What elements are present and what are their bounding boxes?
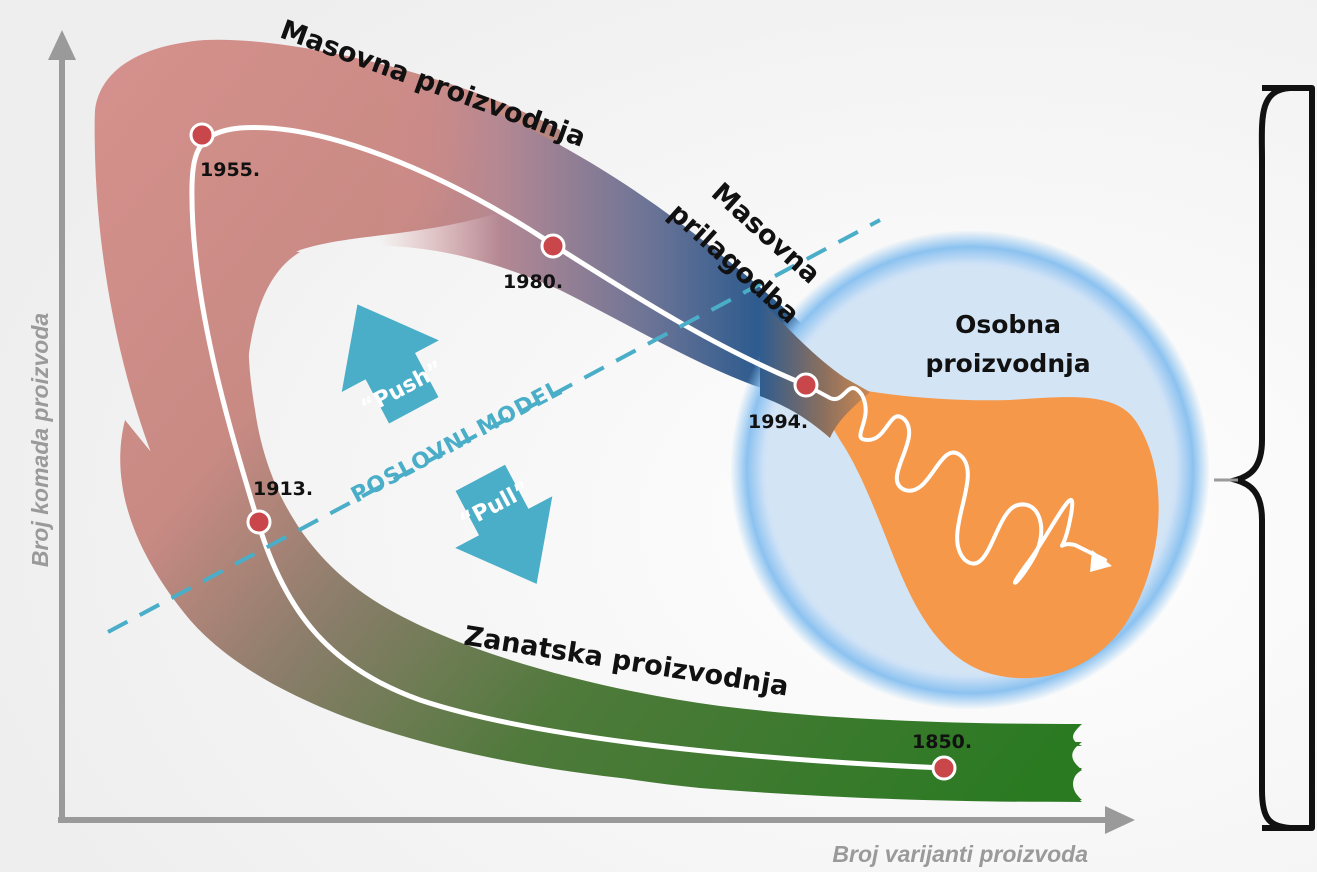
bracket-brace — [1225, 85, 1293, 831]
path-arrowhead-icon — [1090, 550, 1112, 572]
node-1955 — [189, 122, 215, 148]
craft-band — [94, 110, 1083, 802]
personal-path — [804, 383, 1107, 585]
personal-production-label-1: Osobna — [955, 310, 1061, 339]
node-1850 — [931, 755, 957, 781]
arrow-down-left-icon — [455, 464, 553, 584]
year-1980: 1980. — [503, 271, 563, 293]
milestones — [189, 122, 957, 781]
personal-production-label-2: proizvodnja — [925, 349, 1090, 378]
year-1994: 1994. — [748, 411, 808, 433]
pull-arrow: “Pull” — [455, 464, 553, 584]
orange-blob — [812, 380, 1159, 679]
business-model-divider — [107, 218, 881, 634]
push-arrow: “Push” — [341, 304, 448, 424]
node-1913 — [246, 509, 272, 535]
axes: Broj komada proizvoda Broj varijanti pro… — [27, 30, 1135, 867]
year-1955: 1955. — [200, 159, 260, 181]
node-1994 — [793, 372, 819, 398]
node-1980 — [540, 233, 566, 259]
funnel-stem — [760, 300, 870, 438]
year-1913: 1913. — [253, 478, 313, 500]
x-axis-label: Broj varijanti proizvoda — [832, 841, 1088, 867]
arrow-right-icon — [1105, 806, 1135, 834]
year-1850: 1850. — [912, 731, 972, 753]
arrow-up-icon — [48, 30, 76, 60]
y-axis-label: Broj komada proizvoda — [27, 313, 53, 568]
arrow-up-right-icon — [341, 304, 439, 424]
